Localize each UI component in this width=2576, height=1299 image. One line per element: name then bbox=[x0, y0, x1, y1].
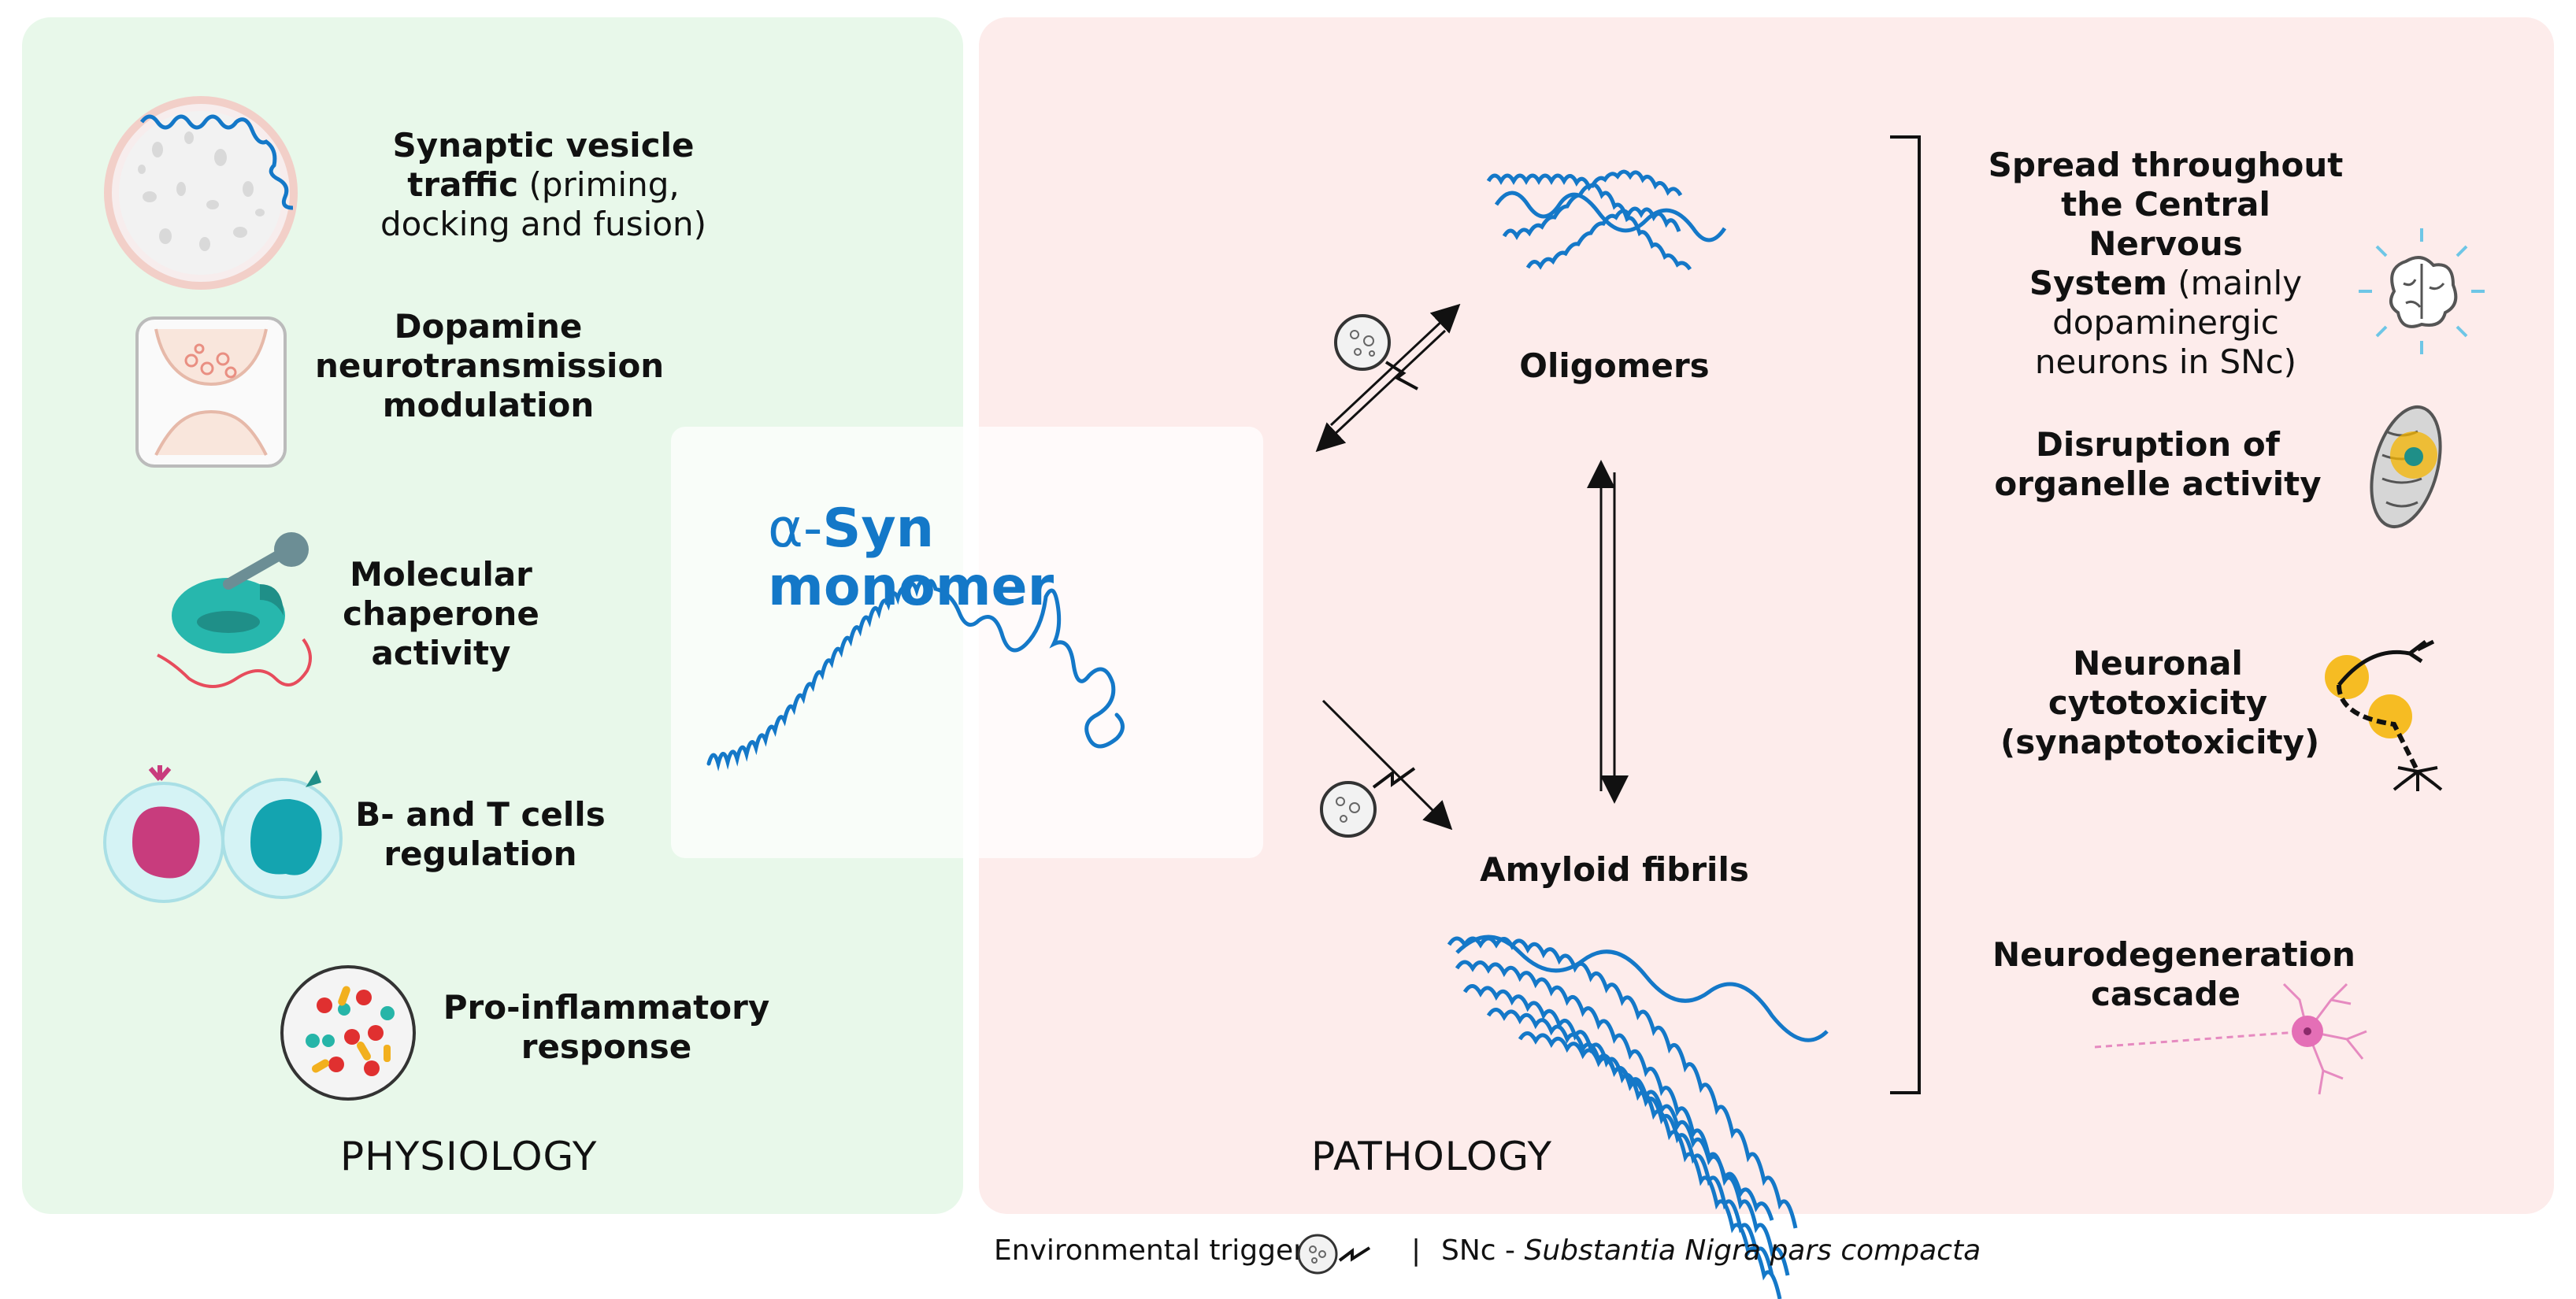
neurodeg-line2: cascade bbox=[2090, 975, 2241, 1013]
spread-rest2: dopaminergic bbox=[2052, 303, 2279, 342]
pathology-section-label: PATHOLOGY bbox=[1311, 1134, 1552, 1179]
label-cytotoxicity: Neuronal cytotoxicity (synaptotoxicity) bbox=[2000, 644, 2319, 762]
label-chaperone: Molecular chaperone activity bbox=[315, 555, 567, 673]
footer-separator: | bbox=[1411, 1234, 1421, 1267]
environmental-trigger-icon bbox=[1320, 767, 1416, 838]
dopamine-synapse-icon bbox=[135, 316, 287, 468]
chaperone-line1: Molecular bbox=[350, 555, 532, 594]
physiology-section-label: PHYSIOLOGY bbox=[340, 1134, 598, 1179]
synaptic-vesicle-rest2: docking and fusion) bbox=[380, 205, 707, 243]
chaperone-line3: activity bbox=[371, 634, 511, 672]
oligomers-label: Oligomers bbox=[1519, 346, 1710, 385]
dopamine-line2: neurotransmission bbox=[315, 346, 665, 385]
pink-neuron-icon bbox=[2094, 983, 2367, 1095]
footer-snc-abbrev: SNc - bbox=[1441, 1234, 1516, 1267]
organelle-line1: Disruption of bbox=[2036, 425, 2280, 464]
spread-bold3: System bbox=[2029, 264, 2167, 302]
neurodeg-line1: Neurodegeneration bbox=[1992, 935, 2355, 974]
synaptic-vesicle-icon bbox=[104, 96, 298, 290]
proinf-line1: Pro-inflammatory bbox=[443, 988, 770, 1027]
label-organelle: Disruption of organelle activity bbox=[1985, 425, 2331, 504]
organelle-line2: organelle activity bbox=[1994, 464, 2322, 503]
label-synaptic-vesicle: Synaptic vesicle traffic (priming, docki… bbox=[370, 126, 717, 244]
mitochondrion-icon bbox=[2370, 405, 2442, 529]
amyloid-fibrils-label: Amyloid fibrils bbox=[1480, 850, 1749, 889]
monomer-alpha: α- bbox=[768, 498, 823, 560]
chaperone-line2: chaperone bbox=[343, 594, 539, 633]
proinf-line2: response bbox=[521, 1027, 692, 1066]
synaptic-vesicle-rest: (priming, bbox=[528, 165, 680, 204]
cytotox-line2: cytotoxicity bbox=[2048, 683, 2268, 722]
dopamine-line3: modulation bbox=[382, 386, 595, 424]
spread-bold2: the Central Nervous bbox=[2061, 185, 2270, 263]
b-t-cells-icon bbox=[103, 765, 343, 903]
monomer-syn: Syn bbox=[822, 498, 935, 560]
synaptic-vesicle-bold: Synaptic vesicle bbox=[392, 126, 695, 165]
label-neurodegeneration: Neurodegeneration cascade bbox=[1992, 935, 2355, 1014]
monomer-box bbox=[671, 427, 1263, 858]
monomer-title: α-Syn monomer bbox=[768, 500, 1054, 616]
cytotox-line1: Neuronal bbox=[2073, 644, 2243, 683]
chaperone-icon bbox=[157, 532, 312, 688]
spread-rest: (mainly bbox=[2178, 264, 2303, 302]
synaptotoxicity-neuron-icon bbox=[2325, 639, 2443, 791]
bt-line1: B- and T cells bbox=[355, 795, 606, 834]
environmental-trigger-icon bbox=[1334, 314, 1418, 390]
label-spread-cns: Spread throughout the Central Nervous Sy… bbox=[1985, 146, 2347, 382]
brain-icon bbox=[2359, 228, 2485, 354]
footer-snc: SNc - Substantia Nigra pars compacta bbox=[1441, 1234, 1981, 1267]
cytotox-line3: (synaptotoxicity) bbox=[2000, 723, 2320, 761]
amyloid-fibrils-icon bbox=[1447, 934, 1829, 1299]
outcomes-bracket bbox=[1890, 135, 1921, 1094]
bt-line2: regulation bbox=[384, 835, 577, 873]
environmental-trigger-icon bbox=[1297, 1234, 1371, 1275]
monomer-chain bbox=[706, 579, 1125, 772]
oligomers-icon bbox=[1486, 169, 1727, 271]
spread-bold1: Spread throughout bbox=[1988, 146, 2344, 184]
footer-snc-full: Substantia Nigra pars compacta bbox=[1524, 1234, 1981, 1267]
spread-rest3: neurons in SNc) bbox=[2034, 342, 2297, 381]
label-dopamine: Dopamine neurotransmission modulation bbox=[315, 307, 665, 425]
equilibrium-arrows bbox=[1315, 303, 1629, 831]
label-pro-inflammatory: Pro-inflammatory response bbox=[441, 988, 772, 1067]
synaptic-vesicle-bold2: traffic bbox=[407, 165, 519, 204]
dopamine-line1: Dopamine bbox=[394, 307, 583, 346]
footer-trigger-label: Environmental trigger bbox=[994, 1234, 1305, 1267]
pro-inflammatory-icon bbox=[280, 965, 416, 1101]
label-b-t-cells: B- and T cells regulation bbox=[354, 795, 606, 874]
